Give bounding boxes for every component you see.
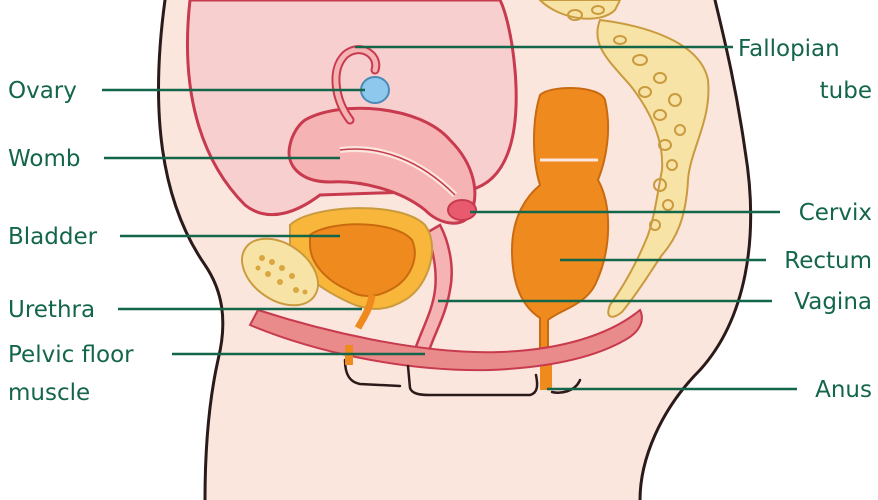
label-ovary: Ovary (8, 78, 77, 104)
label-pelvic-floor-line2: muscle (8, 380, 90, 406)
label-anus: Anus (815, 377, 872, 403)
ovary-shape (361, 77, 389, 103)
label-womb: Womb (8, 146, 80, 172)
label-fallopian-line2: tube (820, 78, 872, 104)
label-fallopian-line1: Fallopian (738, 36, 840, 62)
label-pelvic-floor-line1: Pelvic floor (8, 342, 134, 368)
label-vagina: Vagina (794, 289, 872, 315)
label-bladder: Bladder (8, 224, 98, 250)
cervix-shape (448, 200, 476, 220)
label-cervix: Cervix (799, 200, 872, 226)
label-urethra: Urethra (8, 297, 95, 323)
label-rectum: Rectum (784, 248, 872, 274)
